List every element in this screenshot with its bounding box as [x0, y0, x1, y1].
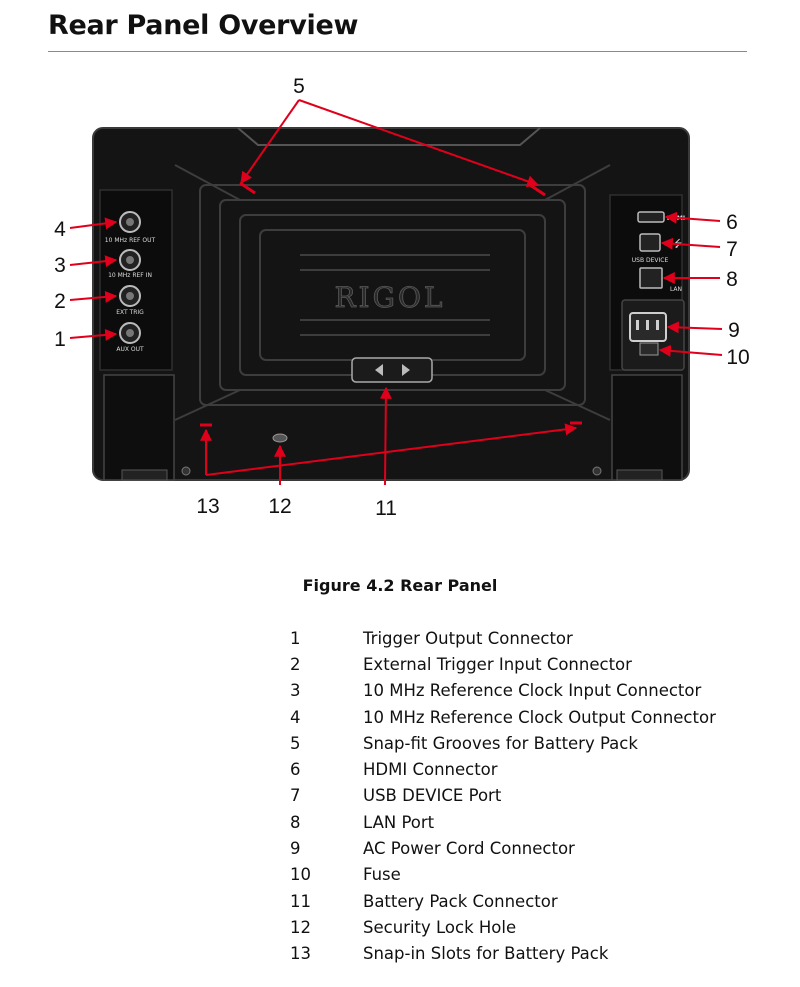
- title-divider: [48, 51, 747, 52]
- callout-11: 11: [375, 497, 397, 520]
- callout-1: 1: [54, 328, 66, 351]
- legend-row: 5 Snap-fit Grooves for Battery Pack: [290, 730, 750, 756]
- right-foot: [611, 374, 683, 481]
- bnc-ext-trig: [119, 285, 141, 307]
- legend-description: USB DEVICE Port: [363, 786, 502, 806]
- label-ext-trig: EXT TRIG: [116, 309, 144, 316]
- legend-row: 8 LAN Port: [290, 809, 750, 835]
- legend-row: 11 Battery Pack Connector: [290, 888, 750, 914]
- legend-description: 10 MHz Reference Clock Input Connector: [363, 681, 702, 701]
- legend-description: LAN Port: [363, 812, 435, 832]
- legend-number: 6: [290, 760, 301, 780]
- legend-number: 2: [290, 654, 301, 674]
- page-title: Rear Panel Overview: [48, 10, 359, 41]
- label-aux-out: AUX OUT: [116, 346, 144, 353]
- battery-pack-connector: [351, 357, 433, 383]
- legend-number: 5: [290, 733, 301, 753]
- legend-number: 11: [290, 891, 311, 911]
- usb-device-port: [639, 233, 661, 252]
- legend-description: Fuse: [363, 865, 401, 885]
- screw-right: [592, 466, 602, 476]
- brand-logo: RIGOL: [334, 281, 445, 314]
- callout-7: 7: [726, 238, 738, 261]
- callout-3: 3: [54, 254, 66, 277]
- legend-number: 7: [290, 786, 301, 806]
- legend-row: 13 Snap-in Slots for Battery Pack: [290, 941, 750, 967]
- legend-description: 10 MHz Reference Clock Output Connector: [363, 707, 716, 727]
- legend-number: 9: [290, 839, 301, 859]
- callout-2: 2: [54, 290, 66, 313]
- legend-body: 1 Trigger Output Connector 2 External Trigg…: [290, 625, 750, 967]
- screw-left: [181, 466, 191, 476]
- legend-number: 3: [290, 681, 301, 701]
- callout-13: 13: [196, 495, 219, 518]
- callout-4: 4: [54, 218, 66, 241]
- legend-number: 13: [290, 944, 311, 964]
- handle-recess: [237, 127, 541, 146]
- bnc-ref-out: [119, 211, 141, 233]
- legend-description: Battery Pack Connector: [363, 891, 558, 911]
- snap-fit-groove-left: [239, 181, 256, 195]
- legend-row: 3 10 MHz Reference Clock Input Connector: [290, 678, 750, 704]
- rear-panel-illustration: RIGOL 10 MHz REF OUT 10 MHz REF IN EXT T…: [54, 75, 750, 520]
- callout-9: 9: [728, 319, 740, 342]
- legend-description: Snap-fit Grooves for Battery Pack: [363, 733, 638, 753]
- legend-description: Snap-in Slots for Battery Pack: [363, 944, 609, 964]
- legend-description: AC Power Cord Connector: [363, 839, 575, 859]
- callout-8: 8: [726, 268, 738, 291]
- legend-description: Security Lock Hole: [363, 917, 517, 937]
- callout-6: 6: [726, 211, 738, 234]
- left-foot: [103, 374, 175, 481]
- legend-description: HDMI Connector: [363, 760, 498, 780]
- legend-row: 1 Trigger Output Connector: [290, 625, 750, 651]
- bnc-ref-in: [119, 249, 141, 271]
- legend-description: External Trigger Input Connector: [363, 654, 632, 674]
- legend-number: 8: [290, 812, 301, 832]
- callout-5: 5: [293, 75, 305, 98]
- legend-row: 7 USB DEVICE Port: [290, 783, 750, 809]
- security-lock-hole: [272, 433, 288, 443]
- hdmi-port: [637, 211, 665, 223]
- bnc-aux-out: [119, 322, 141, 344]
- label-ref-in: 10 MHz REF IN: [108, 272, 152, 279]
- label-usb-device: USB DEVICE: [632, 257, 669, 264]
- legend-row: 9 AC Power Cord Connector: [290, 835, 750, 861]
- legend-row: 10 Fuse: [290, 862, 750, 888]
- legend-table: 1 Trigger Output Connector 2 External Trigg…: [290, 625, 750, 967]
- lan-port: [639, 267, 663, 289]
- legend-row: 2 External Trigger Input Connector: [290, 651, 750, 677]
- rear-panel-figure: RIGOL 10 MHz REF OUT 10 MHz REF IN EXT T…: [0, 60, 800, 530]
- legend-number: 1: [290, 628, 301, 648]
- fuse-holder: [639, 342, 659, 356]
- legend-row: 4 10 MHz Reference Clock Output Connector: [290, 704, 750, 730]
- figure-caption: Figure 4.2 Rear Panel: [302, 576, 498, 595]
- callout-12: 12: [268, 495, 291, 518]
- callout-lines: [69, 99, 723, 486]
- legend-row: 6 HDMI Connector: [290, 756, 750, 782]
- legend-row: 12 Security Lock Hole: [290, 914, 750, 940]
- callout-10: 10: [726, 346, 749, 369]
- label-ref-out: 10 MHz REF OUT: [105, 237, 156, 244]
- label-lan: LAN: [670, 286, 682, 293]
- legend-number: 12: [290, 917, 311, 937]
- legend-number: 4: [290, 707, 301, 727]
- legend-number: 10: [290, 865, 311, 885]
- legend-description: Trigger Output Connector: [363, 628, 573, 648]
